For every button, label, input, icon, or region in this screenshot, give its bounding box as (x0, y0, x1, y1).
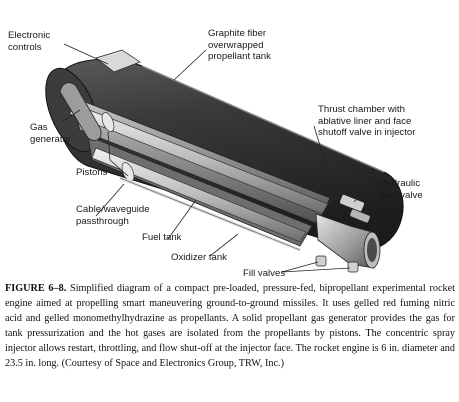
gas-generator (59, 82, 102, 141)
label-electronic-controls: Electronic controls (8, 30, 51, 53)
label-thrust-chamber: Thrust chamber with ablative liner and f… (318, 104, 416, 138)
label-oxidizer-tank: Oxidizer tank (171, 252, 227, 263)
label-fill-valves: Fill valves (243, 268, 286, 279)
label-gas-generator: Gas generator (30, 122, 72, 145)
figure-caption: FIGURE 6–8. Simplified diagram of a comp… (5, 281, 455, 371)
figure-label: FIGURE 6–8. (5, 283, 67, 294)
cable-waveguide-passthrough (119, 176, 301, 252)
thrust-chamber-nozzle (315, 213, 381, 269)
label-graphite-tank: Graphite fiber overwrapped propellant ta… (208, 28, 271, 62)
hydraulic-pilot-valve (339, 194, 371, 224)
label-fuel-tank: Fuel tank (142, 232, 182, 243)
caption-text: Simplified diagram of a compact pre-load… (5, 283, 455, 369)
label-cable-passthrough: Cable/waveguide passthrough (76, 204, 150, 227)
label-pistons: Pistons (76, 167, 108, 178)
oxidizer-tank (91, 147, 307, 243)
electronic-controls (95, 49, 141, 73)
label-hydraulic-valve: Hydraulic pilot valve (380, 178, 423, 201)
fill-valves (315, 255, 359, 273)
leader-lines (61, 43, 377, 273)
